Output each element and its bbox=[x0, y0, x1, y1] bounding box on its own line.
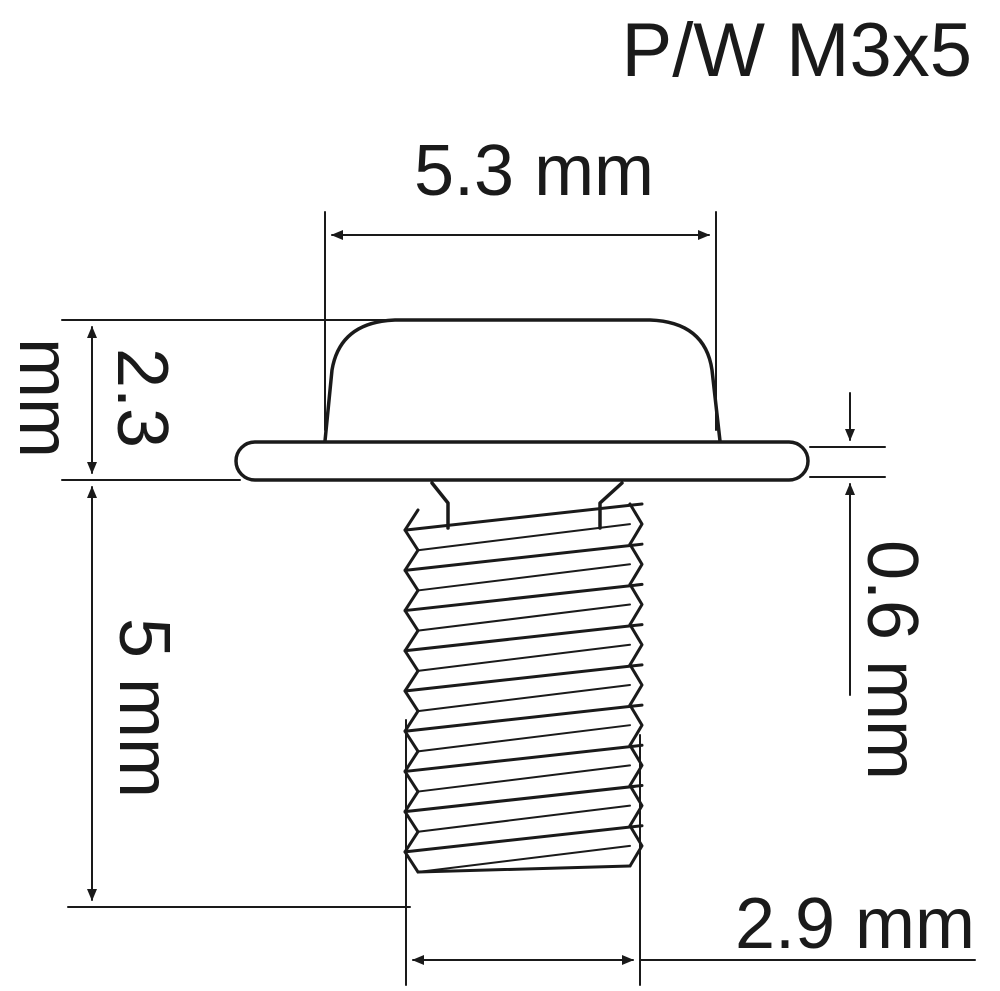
label-thread-diameter: 2.9 mm bbox=[735, 884, 975, 964]
thread-root-line bbox=[417, 804, 631, 833]
thread-crest-line bbox=[403, 502, 644, 532]
thread-root-line bbox=[417, 683, 631, 713]
washer-flange bbox=[234, 440, 810, 482]
thread-right-crest bbox=[628, 663, 644, 707]
thread-root-line bbox=[417, 603, 631, 632]
thread-crest-line bbox=[403, 623, 644, 653]
thread-right-crest bbox=[628, 623, 644, 667]
drawing-title: P/W M3x5 bbox=[622, 8, 973, 93]
thread-crest-line bbox=[403, 824, 644, 854]
dim-head-diameter: 5.3 mm bbox=[324, 131, 717, 431]
thread-crest-line bbox=[403, 703, 644, 733]
thread-right-crest bbox=[628, 703, 644, 747]
thread-body bbox=[403, 502, 644, 874]
thread-root-line bbox=[417, 724, 631, 753]
thread-crest-line bbox=[403, 663, 644, 693]
dim-head-height: 2.3 mm bbox=[4, 319, 391, 481]
thread-crest-line bbox=[403, 542, 644, 572]
thread-right-crest bbox=[628, 542, 644, 586]
label-head-diameter: 5.3 mm bbox=[414, 131, 654, 211]
thread-crest-line bbox=[403, 582, 644, 613]
label-thread-length: 5 mm bbox=[104, 618, 184, 798]
thread-root-line bbox=[417, 764, 631, 793]
screw-head bbox=[323, 318, 722, 443]
thread-end bbox=[416, 864, 632, 874]
thread-right-crest bbox=[628, 582, 644, 627]
thread-crest-line bbox=[403, 743, 644, 773]
label-washer-thickness: 0.6 mm bbox=[852, 540, 932, 780]
thread-root-line bbox=[417, 563, 631, 592]
thread-right-crest bbox=[628, 743, 644, 788]
thread-root-line bbox=[417, 844, 631, 873]
label-head-height-value: 2.3 bbox=[102, 348, 182, 448]
dim-thread-diameter: 2.9 mm bbox=[405, 719, 976, 986]
label-head-height-unit: mm bbox=[4, 338, 84, 458]
screw-neck bbox=[430, 481, 624, 530]
thread-right-crest bbox=[628, 784, 644, 828]
thread-root-line bbox=[417, 523, 631, 552]
dim-thread-length: 5 mm bbox=[67, 486, 411, 908]
dim-washer-thickness: 0.6 mm bbox=[809, 392, 932, 780]
thread-right-crest bbox=[628, 824, 644, 868]
thread-crest-line bbox=[403, 784, 644, 814]
thread-right-crest bbox=[628, 502, 644, 546]
thread-root-line bbox=[417, 643, 631, 672]
